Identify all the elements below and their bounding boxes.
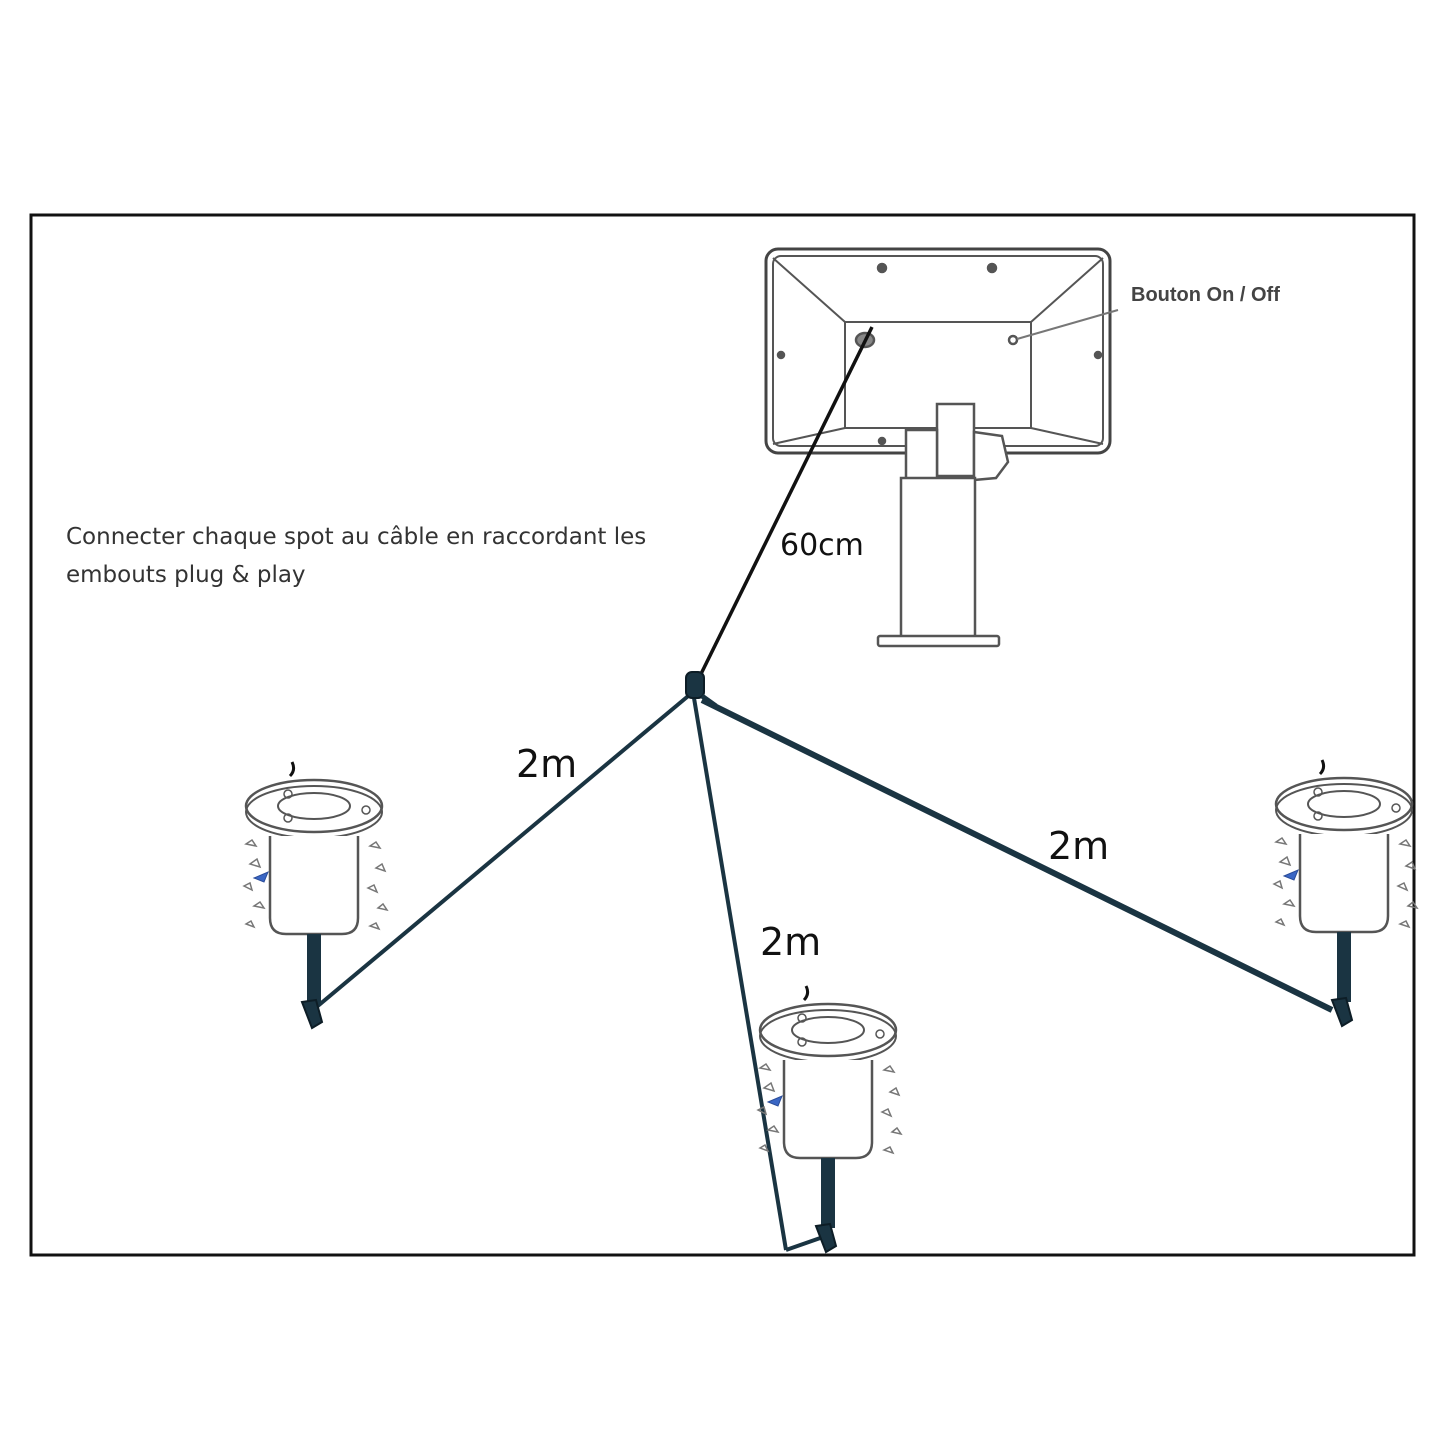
junction-connector (685, 671, 718, 709)
cable-middle-tail (785, 1234, 827, 1252)
middle-cable-length: 2m (760, 920, 822, 964)
right-cable-length: 2m (1048, 824, 1110, 868)
panel-cable-length: 60cm (780, 528, 864, 563)
left-cable-length: 2m (516, 742, 578, 786)
button-pointer (1016, 309, 1119, 340)
cable-right-spot (700, 697, 1334, 1013)
on-off-button-label: Bouton On / Off (1131, 284, 1280, 306)
cable-left-spot (311, 690, 695, 1012)
panel-stand (876, 402, 1010, 648)
panel-cable (696, 326, 874, 681)
instruction-text: Connecter chaque spot au câble en raccor… (66, 518, 646, 594)
diagram-border (29, 213, 1416, 1257)
instruction-line-1: Connecter chaque spot au câble en raccor… (66, 524, 647, 550)
cable-middle-spot (691, 691, 788, 1251)
instruction-line-2: embouts plug & play (66, 562, 306, 588)
